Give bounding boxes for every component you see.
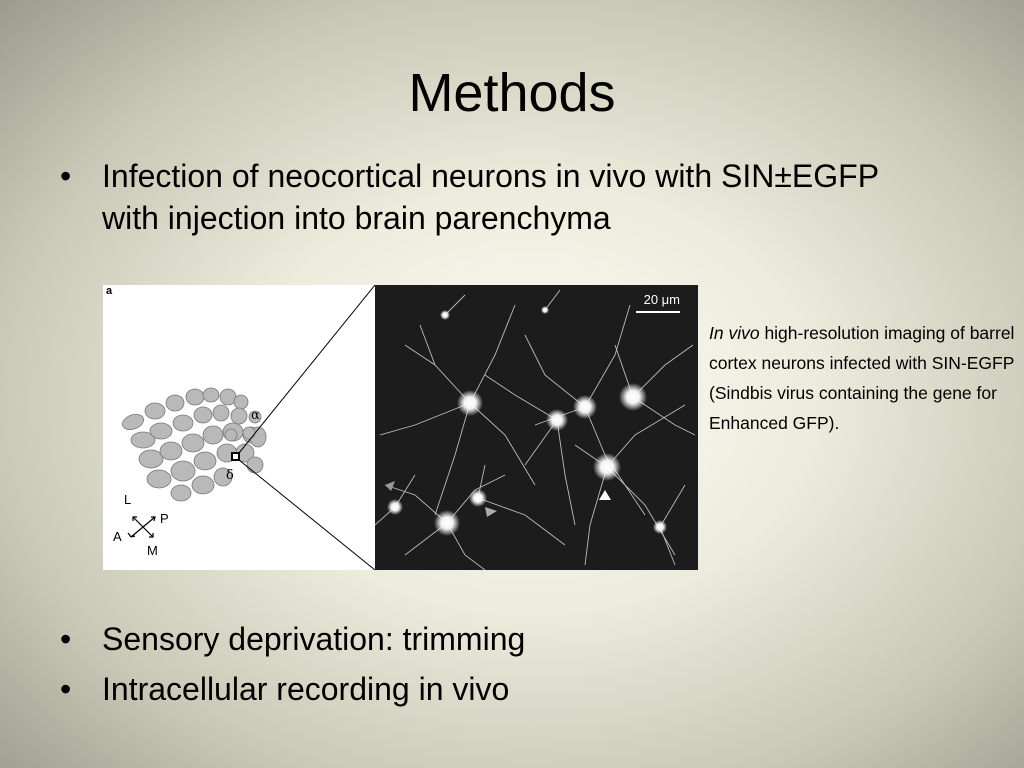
- barrel-schematic-panel: a: [103, 285, 375, 570]
- bottom-bullet-list: • Sensory deprivation: trimming • Intrac…: [60, 618, 525, 718]
- neuron-image: [375, 289, 696, 570]
- arrowhead-markers: [385, 481, 611, 517]
- caption-text: high-resolution imaging of barrel cortex…: [709, 323, 1015, 433]
- caption-italic: In vivo: [709, 323, 760, 343]
- top-bullet-list: • Infection of neocortical neurons in vi…: [60, 155, 890, 239]
- bullet-text: Infection of neocortical neurons in vivo…: [102, 158, 879, 236]
- bullet-item: • Sensory deprivation: trimming: [60, 618, 525, 660]
- axis-label-p: P: [160, 511, 169, 526]
- bullet-item: • Intracellular recording in vivo: [60, 668, 525, 710]
- bullet-marker: •: [60, 621, 72, 657]
- bullet-item: • Infection of neocortical neurons in vi…: [60, 155, 890, 239]
- figure-caption: In vivo high-resolution imaging of barre…: [709, 318, 1024, 438]
- bullet-marker: •: [60, 671, 72, 707]
- fluorescence-micrograph: 20 μm: [375, 285, 698, 570]
- neuron-figure: a: [103, 285, 698, 570]
- barrel-map: [121, 285, 375, 570]
- bullet-marker: •: [60, 158, 72, 194]
- scale-bar: [636, 311, 680, 313]
- axis-label-l: L: [124, 492, 132, 507]
- axis-label-m: M: [147, 543, 158, 558]
- panel-label: a: [106, 285, 113, 297]
- scale-bar-label: 20 μm: [643, 292, 680, 307]
- delta-label: δ: [226, 468, 234, 483]
- slide-title: Methods: [408, 63, 616, 123]
- axis-label-a: A: [113, 529, 122, 544]
- bullet-text: Intracellular recording in vivo: [102, 671, 510, 707]
- bullet-text: Sensory deprivation: trimming: [102, 621, 526, 657]
- alpha-label: α: [251, 408, 260, 423]
